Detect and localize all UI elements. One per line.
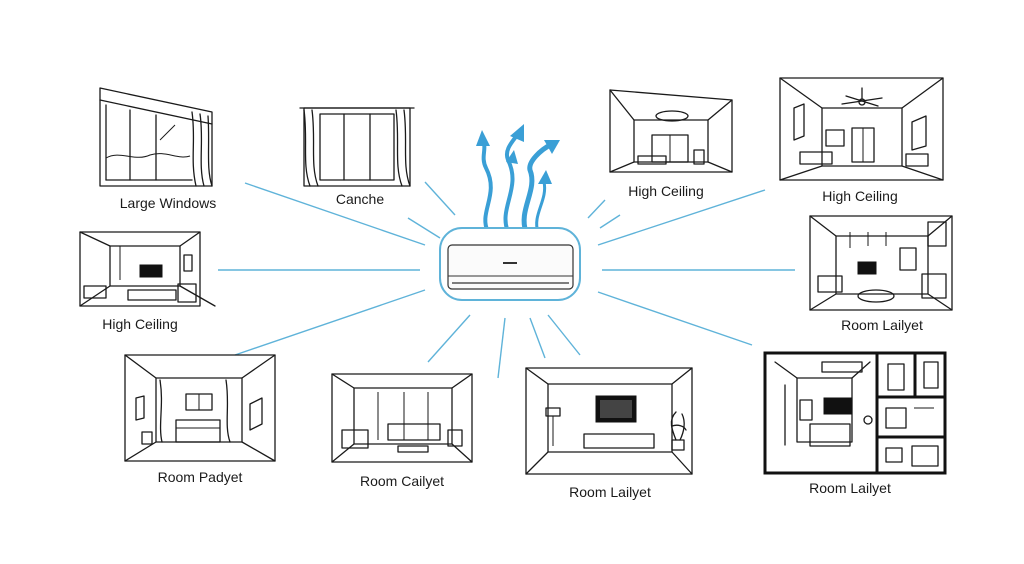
room-label: Large Windows — [119, 195, 217, 211]
split-ac-icon — [439, 227, 581, 301]
room-ceiling-light-icon — [609, 89, 733, 173]
room-label: High Ceiling — [628, 183, 704, 199]
large-windows-icon — [99, 87, 213, 187]
lounge-sofa-icon — [331, 373, 473, 463]
airflow-arrows — [476, 124, 560, 235]
room-label: Room Cailyet — [359, 473, 445, 489]
window-curtains-icon — [299, 107, 415, 187]
room-label: Canche — [335, 191, 385, 207]
room-ceiling-fan-icon — [779, 77, 944, 181]
floor-plan-icon — [763, 351, 947, 475]
tv-room-icon — [525, 367, 693, 475]
room-label: High Ceiling — [822, 188, 898, 204]
room-label: High Ceiling — [102, 316, 178, 332]
room-label: Room Padyet — [157, 469, 243, 485]
room-label: Room Lailyet — [841, 317, 923, 333]
room-label: Room Lailyet — [809, 480, 891, 496]
bedroom-icon — [124, 354, 276, 462]
room-label: Room Lailyet — [569, 484, 651, 500]
room-tv-icon — [809, 215, 953, 311]
living-room-icon — [79, 231, 216, 307]
connector-rays — [218, 181, 795, 379]
